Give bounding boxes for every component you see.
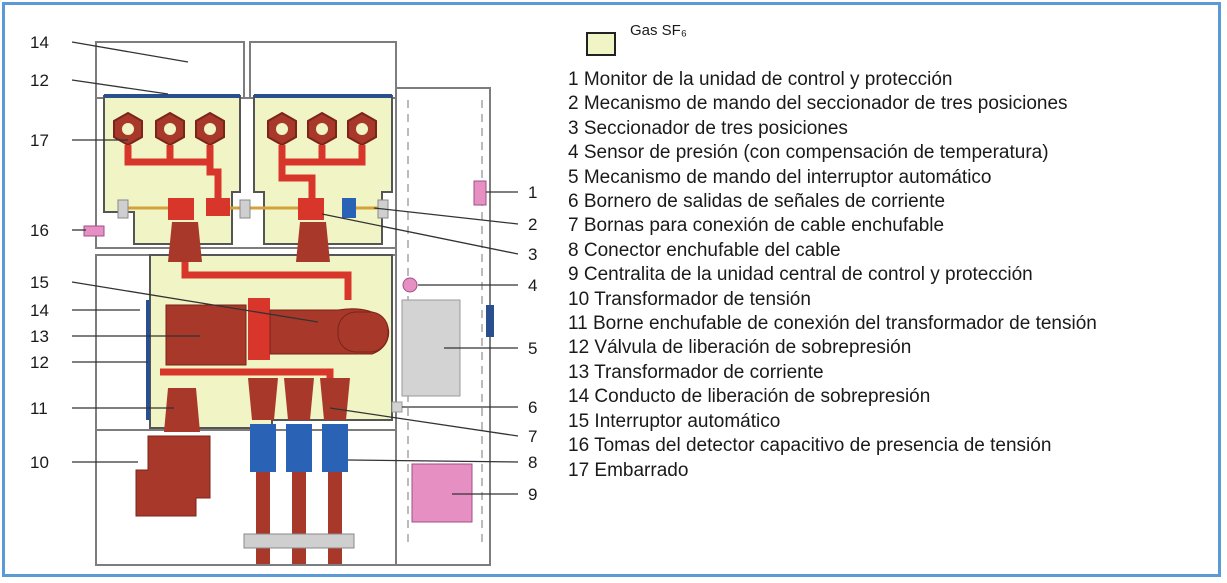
legend-item: 12 Válvula de liberación de sobrepresión bbox=[568, 337, 912, 359]
legend-item: 5 Mecanismo de mando del interruptor aut… bbox=[568, 166, 992, 188]
gas-label: Gas SF₆ bbox=[630, 22, 687, 39]
disconnector-left-contact bbox=[206, 198, 230, 216]
pressure-sensor bbox=[402, 277, 418, 293]
callouts-right: 1 2 3 4 5 6 7 8 9 bbox=[528, 183, 537, 504]
leader-12-top bbox=[71, 79, 169, 95]
legend-item: 8 Conector enchufable del cable bbox=[568, 239, 841, 261]
cable-1 bbox=[256, 472, 270, 564]
leader-2 bbox=[373, 207, 519, 225]
legend-item: 9 Centralita de la unidad central de con… bbox=[568, 264, 1033, 286]
callout-15: 15 bbox=[30, 273, 49, 292]
cable-connector-1 bbox=[250, 424, 276, 472]
vt-plug-bushing bbox=[164, 388, 200, 432]
bushing-2 bbox=[284, 378, 314, 420]
voltage-transformer bbox=[135, 435, 211, 517]
drive-mechanism-left bbox=[117, 199, 129, 219]
control-components bbox=[83, 180, 494, 523]
insulator-right bbox=[296, 222, 330, 262]
callout-13: 13 bbox=[30, 327, 49, 346]
legend-item: 13 Transformador de corriente bbox=[568, 361, 824, 383]
voltage-detector-sockets bbox=[83, 225, 105, 237]
callout-11: 11 bbox=[30, 399, 48, 418]
breaker-end-cap bbox=[337, 311, 389, 353]
pressure-duct-right bbox=[249, 41, 397, 99]
legend-list: 1 Monitor de la unidad de control y prot… bbox=[568, 68, 1097, 483]
bushing-3 bbox=[320, 378, 350, 420]
insulator-left bbox=[168, 222, 202, 262]
callout-4: 4 bbox=[528, 276, 537, 295]
busbar-core bbox=[122, 123, 134, 135]
callout-17: 17 bbox=[30, 131, 49, 150]
control-monitor bbox=[473, 180, 487, 206]
legend-item: 14 Conducto de liberación de sobrepresió… bbox=[568, 386, 931, 408]
callout-14-mid: 14 bbox=[30, 301, 49, 320]
legend-item: 17 Embarrado bbox=[568, 459, 689, 481]
cable-bushings bbox=[243, 378, 355, 564]
cable-connector-2 bbox=[286, 424, 312, 472]
breaker-drive bbox=[248, 298, 270, 360]
callout-12-top: 12 bbox=[30, 71, 49, 90]
disconnector-left bbox=[168, 198, 194, 220]
legend-item: 10 Transformador de tensión bbox=[568, 288, 811, 310]
legend-item: 16 Tomas del detector capacitivo de pres… bbox=[568, 435, 1052, 457]
callout-14-top: 14 bbox=[30, 33, 49, 52]
callout-10: 10 bbox=[30, 453, 49, 472]
legend: Gas SF₆ 1 Monitor de la unidad de contro… bbox=[568, 14, 1208, 481]
disconnector-right bbox=[298, 198, 324, 220]
current-transformer bbox=[165, 304, 247, 366]
callout-8: 8 bbox=[528, 453, 537, 472]
legend-item: 1 Monitor de la unidad de control y prot… bbox=[568, 69, 953, 90]
circuit-breaker bbox=[165, 298, 390, 366]
callout-16: 16 bbox=[30, 221, 49, 240]
busbar-core bbox=[204, 123, 216, 135]
door-handle bbox=[486, 305, 494, 337]
leader-3 bbox=[321, 213, 519, 255]
leader-7 bbox=[329, 407, 519, 437]
cable-clamps bbox=[243, 533, 355, 549]
callout-1: 1 bbox=[528, 183, 537, 202]
busbar-core bbox=[164, 123, 176, 135]
callout-5: 5 bbox=[528, 339, 537, 358]
left-busbar-riser bbox=[206, 145, 222, 200]
drive-mechanism-mid bbox=[239, 199, 251, 219]
legend-item: 11 Borne enchufable de conexión del tran… bbox=[568, 313, 1097, 335]
legend-item: 3 Seccionador de tres posiciones bbox=[568, 117, 848, 139]
legend-item: 4 Sensor de presión (con compensación de… bbox=[568, 142, 1049, 164]
busbar-core bbox=[356, 123, 368, 135]
gas-legend-row: Gas SF₆ bbox=[568, 14, 1208, 62]
legend-item: 7 Bornas para conexión de cable enchufab… bbox=[568, 215, 945, 237]
leader-8 bbox=[347, 459, 519, 463]
callouts-left: 14 12 17 16 15 14 13 12 11 10 bbox=[30, 33, 49, 472]
leader-14-top bbox=[71, 41, 189, 63]
leader-lines bbox=[71, 41, 519, 495]
breaker-top-link bbox=[181, 262, 352, 300]
legend-item: 2 Mecanismo de mando del seccionador de … bbox=[568, 93, 1068, 115]
callout-12-mid: 12 bbox=[30, 353, 49, 372]
bushing-1 bbox=[248, 378, 278, 420]
callout-7: 7 bbox=[528, 427, 537, 446]
left-busbar-link bbox=[124, 145, 210, 166]
callout-6: 6 bbox=[528, 398, 537, 417]
legend-item: 6 Bornero de salidas de señales de corri… bbox=[568, 191, 946, 213]
cable-connector-3 bbox=[322, 424, 348, 472]
disconnector-drive-blue bbox=[342, 198, 356, 218]
busbar-gas-compartments bbox=[103, 94, 393, 245]
cable-3 bbox=[328, 472, 342, 564]
current-signal-terminal bbox=[391, 401, 403, 413]
insulators bbox=[168, 222, 330, 262]
callout-2: 2 bbox=[528, 215, 537, 234]
gas-swatch bbox=[586, 32, 616, 56]
callout-3: 3 bbox=[528, 245, 537, 264]
right-busbar-riser bbox=[278, 162, 316, 200]
busbar-core bbox=[276, 123, 288, 135]
central-control-unit bbox=[411, 463, 473, 523]
voltage-transformer-group bbox=[135, 388, 211, 517]
busbar-cores bbox=[122, 123, 368, 135]
busbar-core bbox=[316, 123, 328, 135]
callout-9: 9 bbox=[528, 485, 537, 504]
leader-15 bbox=[71, 281, 319, 323]
cable-2 bbox=[292, 472, 306, 564]
legend-item: 15 Interruptor automático bbox=[568, 410, 781, 432]
